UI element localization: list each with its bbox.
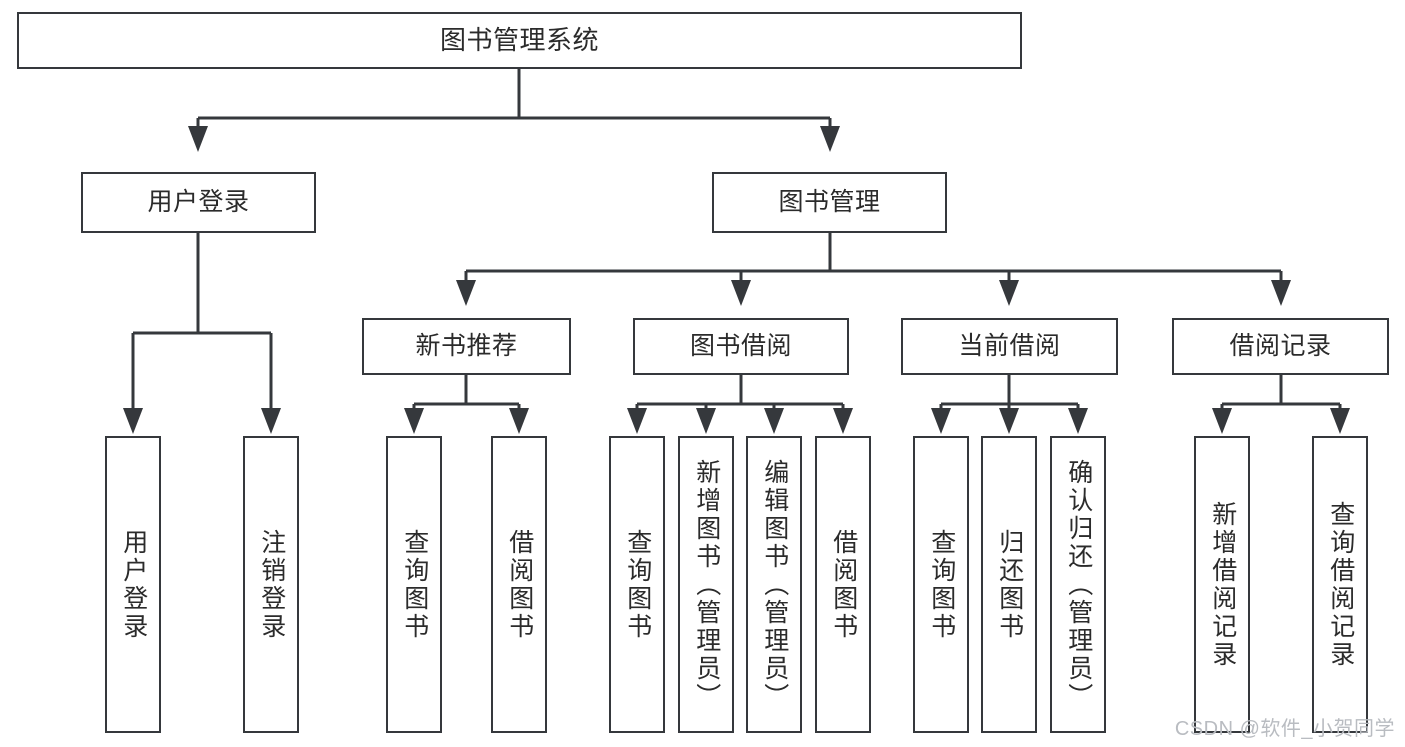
node-leaf-query-book-current-label: 查询图书 — [927, 528, 956, 641]
arrow-bookmgmt — [820, 126, 840, 152]
node-leaf-query-book-new[interactable]: 查询图书 — [386, 436, 442, 733]
node-leaf-add-book-admin-label: 新增图书（管理员） — [692, 458, 721, 711]
node-leaf-edit-book-admin[interactable]: 编辑图书（管理员） — [746, 436, 802, 733]
node-borrow-records-label: 借阅记录 — [1229, 331, 1332, 360]
node-new-book-recommend[interactable]: 新书推荐 — [362, 318, 571, 375]
arrow-leaf2 — [261, 408, 281, 434]
node-leaf-return-book[interactable]: 归还图书 — [981, 436, 1037, 733]
arrow-leaf7 — [764, 408, 784, 434]
node-book-management[interactable]: 图书管理 — [712, 172, 947, 233]
node-leaf-query-borrow-record[interactable]: 查询借阅记录 — [1312, 436, 1368, 733]
node-leaf-confirm-return-admin-label: 确认归还（管理员） — [1064, 458, 1093, 711]
node-root[interactable]: 图书管理系统 — [17, 12, 1022, 69]
node-leaf-query-borrow-record-label: 查询借阅记录 — [1326, 500, 1355, 669]
arrow-leaf3 — [404, 408, 424, 434]
node-leaf-add-borrow-record[interactable]: 新增借阅记录 — [1194, 436, 1250, 733]
node-leaf-return-book-label: 归还图书 — [995, 528, 1024, 641]
arrow-leaf1 — [123, 408, 143, 434]
arrow-leaf8 — [833, 408, 853, 434]
arrow-leaf9 — [931, 408, 951, 434]
node-user-login[interactable]: 用户登录 — [81, 172, 316, 233]
arrow-leaf13 — [1330, 408, 1350, 434]
node-current-borrow[interactable]: 当前借阅 — [901, 318, 1118, 375]
arrow-leaf4 — [509, 408, 529, 434]
node-leaf-add-book-admin[interactable]: 新增图书（管理员） — [678, 436, 734, 733]
arrow-leaf10 — [999, 408, 1019, 434]
node-leaf-query-book-borrow-label: 查询图书 — [623, 528, 652, 641]
node-borrow-records[interactable]: 借阅记录 — [1172, 318, 1389, 375]
arrow-records — [1271, 280, 1291, 306]
arrow-borrow — [731, 280, 751, 306]
arrow-login — [188, 126, 208, 152]
arrow-leaf11 — [1068, 408, 1088, 434]
node-leaf-query-book-borrow[interactable]: 查询图书 — [609, 436, 665, 733]
node-leaf-borrow-book-new[interactable]: 借阅图书 — [491, 436, 547, 733]
node-current-borrow-label: 当前借阅 — [958, 331, 1061, 360]
node-leaf-query-book-new-label: 查询图书 — [400, 528, 429, 641]
node-leaf-add-borrow-record-label: 新增借阅记录 — [1208, 500, 1237, 669]
node-leaf-logout[interactable]: 注销登录 — [243, 436, 299, 733]
arrowheads — [123, 126, 1350, 434]
node-leaf-logout-label: 注销登录 — [257, 528, 286, 641]
node-new-book-recommend-label: 新书推荐 — [415, 331, 518, 360]
node-leaf-borrow-book-label: 借阅图书 — [829, 528, 858, 641]
node-leaf-query-book-current[interactable]: 查询图书 — [913, 436, 969, 733]
node-root-label: 图书管理系统 — [439, 25, 599, 56]
node-leaf-borrow-book[interactable]: 借阅图书 — [815, 436, 871, 733]
node-leaf-confirm-return-admin[interactable]: 确认归还（管理员） — [1050, 436, 1106, 733]
node-user-login-label: 用户登录 — [147, 187, 250, 216]
node-book-borrow[interactable]: 图书借阅 — [633, 318, 849, 375]
node-leaf-borrow-book-new-label: 借阅图书 — [505, 528, 534, 641]
node-leaf-user-login[interactable]: 用户登录 — [105, 436, 161, 733]
arrow-newbook — [456, 280, 476, 306]
arrow-current — [999, 280, 1019, 306]
arrow-leaf12 — [1212, 408, 1232, 434]
arrow-leaf6 — [696, 408, 716, 434]
node-leaf-edit-book-admin-label: 编辑图书（管理员） — [760, 458, 789, 711]
node-leaf-user-login-label: 用户登录 — [119, 528, 148, 641]
node-book-borrow-label: 图书借阅 — [689, 331, 792, 360]
node-book-management-label: 图书管理 — [778, 187, 881, 216]
arrow-leaf5 — [627, 408, 647, 434]
